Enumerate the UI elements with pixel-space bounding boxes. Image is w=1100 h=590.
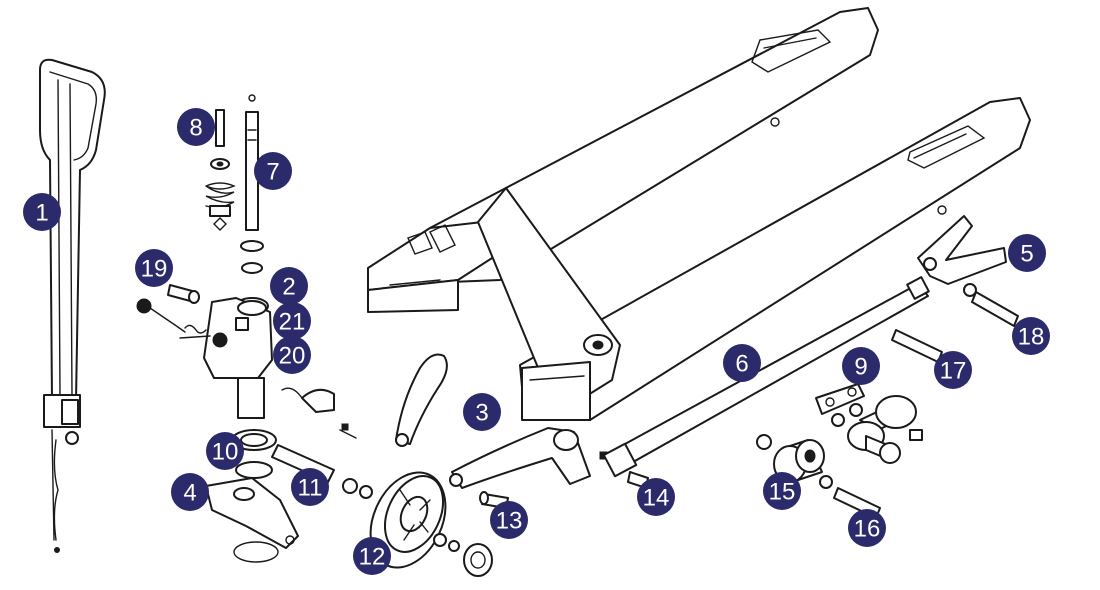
load-roller-part <box>756 434 833 489</box>
callout-16: 16 <box>848 509 886 547</box>
callout-circle <box>254 152 292 190</box>
axle-17-part <box>891 329 943 363</box>
callout-circle <box>490 501 528 539</box>
callout-18: 18 <box>1012 317 1050 355</box>
callout-number: 1 <box>35 200 48 227</box>
callout-number: 12 <box>359 544 386 571</box>
callout-number: 17 <box>940 358 967 385</box>
callout-circle <box>1008 234 1046 272</box>
linkage-part <box>395 353 608 489</box>
callout-circle <box>273 336 311 374</box>
callout-12: 12 <box>353 537 391 575</box>
callout-circle <box>763 472 801 510</box>
callout-3: 3 <box>463 393 501 431</box>
callout-9: 9 <box>842 347 880 385</box>
callout-number: 10 <box>212 439 239 466</box>
callout-number: 20 <box>279 343 306 370</box>
callout-number: 2 <box>282 274 295 301</box>
callout-number: 19 <box>141 256 168 283</box>
callout-number: 16 <box>854 516 881 543</box>
callout-circle <box>291 468 329 506</box>
callout-number: 14 <box>643 485 670 512</box>
callout-number: 11 <box>298 475 323 502</box>
callout-17: 17 <box>934 351 972 389</box>
callout-circle <box>934 351 972 389</box>
callout-circle <box>463 393 501 431</box>
callout-circle <box>171 473 209 511</box>
handle-part <box>39 58 106 553</box>
callout-number: 13 <box>496 508 523 535</box>
callout-4: 4 <box>171 473 209 511</box>
callout-number: 21 <box>279 309 306 336</box>
callout-11: 11 <box>291 468 329 506</box>
callout-6: 6 <box>723 344 761 382</box>
callout-20: 20 <box>273 336 311 374</box>
callout-19: 19 <box>135 249 173 287</box>
callout-circle <box>842 347 880 385</box>
callout-8: 8 <box>177 108 215 146</box>
callout-21: 21 <box>273 302 311 340</box>
fork-frame <box>367 7 1031 421</box>
callout-number: 15 <box>769 479 796 506</box>
callout-number: 4 <box>183 480 196 507</box>
callout-circle <box>135 249 173 287</box>
callout-number: 5 <box>1020 241 1033 268</box>
seal-ring-part <box>231 429 277 479</box>
callout-5: 5 <box>1008 234 1046 272</box>
yoke-part <box>205 477 299 563</box>
callout-circle <box>177 108 215 146</box>
callout-number: 6 <box>735 351 748 378</box>
callout-1: 1 <box>23 193 61 231</box>
callout-number: 9 <box>854 354 867 381</box>
pull-rod-part <box>602 276 930 478</box>
rear-bracket-part <box>917 215 1007 297</box>
pivot-pin-part <box>167 284 200 304</box>
load-roller-pair-part <box>847 395 923 464</box>
steering-wheel-part <box>369 471 493 577</box>
callout-number: 3 <box>475 400 488 427</box>
valve-spring-part <box>205 109 236 231</box>
pump-body-part <box>136 297 273 419</box>
callout-circle <box>353 537 391 575</box>
callout-2: 2 <box>270 267 308 305</box>
callout-circle <box>206 432 244 470</box>
callout-circle <box>723 344 761 382</box>
callout-circle <box>23 193 61 231</box>
axle-18-part <box>971 291 1019 327</box>
callout-7: 7 <box>254 152 292 190</box>
callout-circle <box>273 302 311 340</box>
callout-number: 18 <box>1018 324 1045 351</box>
callout-14: 14 <box>637 478 675 516</box>
callout-circle <box>637 478 675 516</box>
callout-number: 7 <box>266 159 279 186</box>
callout-number: 8 <box>189 115 202 142</box>
callout-circle <box>1012 317 1050 355</box>
callout-13: 13 <box>490 501 528 539</box>
callout-10: 10 <box>206 432 244 470</box>
callout-15: 15 <box>763 472 801 510</box>
callout-circle <box>270 267 308 305</box>
callout-circle <box>848 509 886 547</box>
roller-bracket-part <box>815 383 865 427</box>
release-lever-part <box>281 387 357 439</box>
